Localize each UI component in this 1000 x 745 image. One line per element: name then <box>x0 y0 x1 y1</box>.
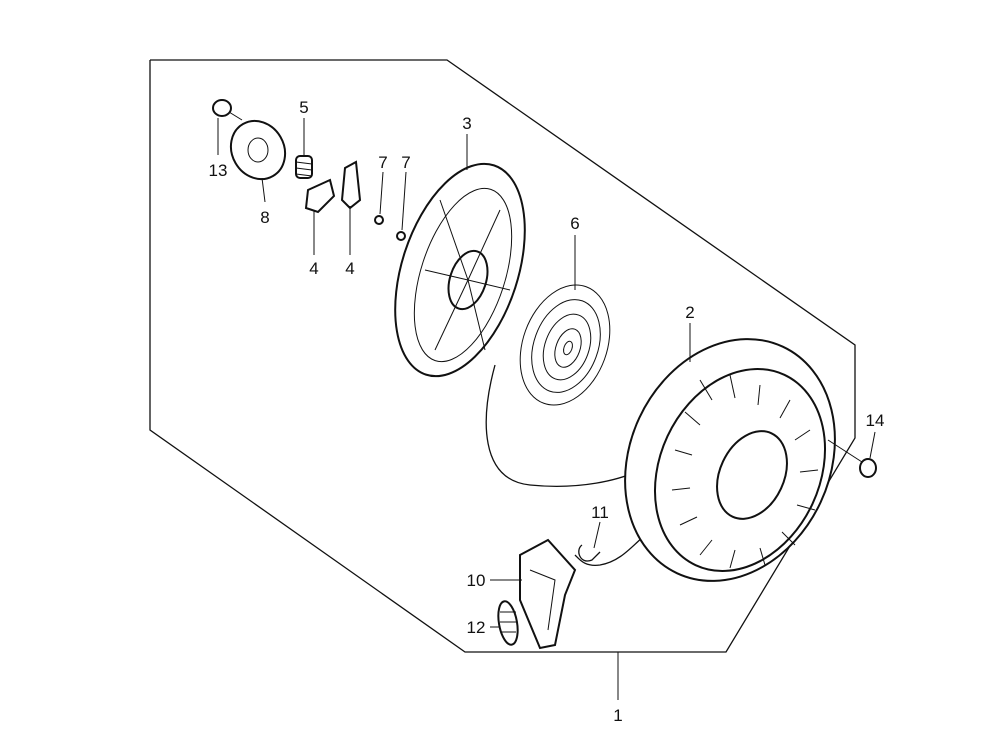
callout-7: 7 <box>401 153 410 172</box>
callout-11: 11 <box>591 503 609 522</box>
part-3-reel <box>394 162 526 378</box>
part-12-insert <box>497 600 519 646</box>
callout-5: 5 <box>299 98 308 117</box>
part-5-spring <box>295 155 313 179</box>
callout-3: 3 <box>462 114 471 133</box>
part-7-clip <box>396 231 406 241</box>
part-7-clip <box>374 215 384 225</box>
callout-12: 12 <box>467 618 486 637</box>
leader-lines <box>217 118 876 700</box>
callout-8: 8 <box>260 208 269 227</box>
callout-13: 13 <box>209 161 228 180</box>
callout-4: 4 <box>309 259 318 278</box>
callout-6: 6 <box>570 214 579 233</box>
part-13-bolt <box>212 99 243 121</box>
part-10-grip-handle <box>519 538 577 650</box>
starter-rope <box>485 364 641 487</box>
callout-14: 14 <box>866 411 885 430</box>
part-4-ratchet <box>340 160 362 210</box>
callout-7: 7 <box>378 153 387 172</box>
part-8-ratchet-guide <box>229 119 287 181</box>
part-2-starter-case <box>624 338 836 582</box>
callout-1: 1 <box>613 706 622 725</box>
part-11-rope-clip <box>578 544 601 562</box>
part-6-recoil-spring <box>519 284 611 406</box>
callout-2: 2 <box>685 303 694 322</box>
callout-4: 4 <box>345 259 354 278</box>
part-4-ratchet <box>304 178 336 214</box>
part-14-bolt <box>827 439 877 478</box>
callout-10: 10 <box>467 571 486 590</box>
